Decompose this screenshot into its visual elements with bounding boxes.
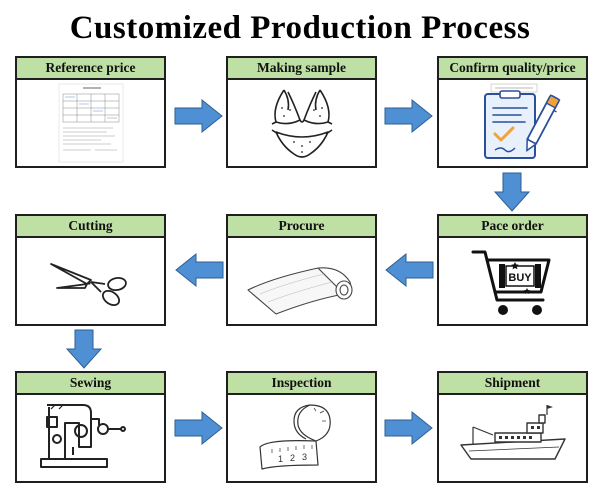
arrow-left-icon (385, 252, 434, 288)
measuring-tape-icon: 1 2 3 (258, 404, 331, 470)
step-label: Reference price (17, 58, 164, 80)
bikini-sample-icon (271, 89, 332, 158)
tape-number-3: 3 (302, 452, 307, 462)
step-label: Pace order (439, 216, 586, 238)
step-label: Procure (228, 216, 375, 238)
step-shipment: Shipment (437, 371, 588, 483)
tape-number-1: 1 (278, 454, 283, 464)
page-title: Customized Production Process (69, 10, 531, 46)
scissors-icon (49, 263, 127, 307)
step-pace-order: Pace order BUY (437, 214, 588, 326)
arrow-right-icon (384, 410, 433, 446)
step-label: Making sample (228, 58, 375, 80)
step-label: Inspection (228, 373, 375, 395)
cart-buy-text: BUY (508, 272, 532, 284)
step-label: Shipment (439, 373, 586, 395)
arrow-right-icon (384, 98, 433, 134)
arrow-left-icon (175, 252, 224, 288)
price-sheet-icon (58, 83, 123, 163)
step-sewing: Sewing (15, 371, 166, 483)
step-confirm-quality-price: Confirm quality/price (437, 56, 588, 168)
step-making-sample: Making sample (226, 56, 377, 168)
tape-number-2: 2 (290, 453, 295, 463)
shopping-cart-icon: BUY (471, 250, 550, 315)
sewing-machine-icon (39, 404, 126, 468)
ship-icon (459, 405, 566, 460)
step-inspection: Inspection 1 2 3 (226, 371, 377, 483)
step-cutting: Cutting (15, 214, 166, 326)
arrow-right-icon (174, 410, 223, 446)
arrow-down-icon (66, 329, 102, 369)
step-label: Sewing (17, 373, 164, 395)
step-reference-price: Reference price (15, 56, 166, 168)
quality-document-icon (483, 83, 560, 159)
fabric-roll-icon (246, 267, 353, 315)
step-label: Confirm quality/price (439, 58, 586, 80)
arrow-right-icon (174, 98, 223, 134)
step-label: Cutting (17, 216, 164, 238)
step-procure: Procure (226, 214, 377, 326)
arrow-down-icon (494, 172, 530, 212)
